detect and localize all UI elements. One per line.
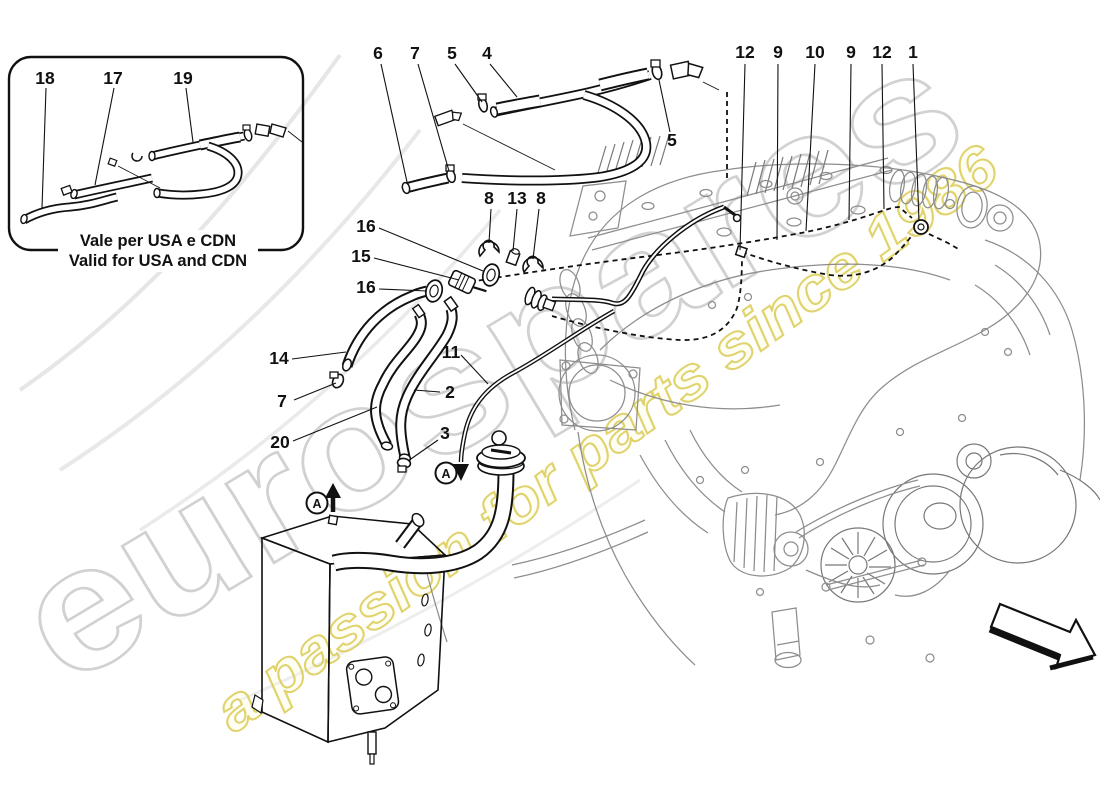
retaining-clip-8 [478,239,500,258]
filler-cap [476,430,526,476]
connection-marker-a-pipe: A [434,461,458,485]
hose-clamp [445,59,663,184]
callout-label: 13 [507,188,527,208]
pipe-valve [734,219,929,259]
connection-marker-a-tank: A [305,491,329,515]
callout-label: 9 [846,42,856,62]
callout-label: 7 [277,391,287,411]
callout-label: 19 [173,68,193,88]
callout-label: 8 [484,188,494,208]
mounting-plate [345,656,400,715]
callout-label: 8 [536,188,546,208]
mid-assembly [329,204,742,481]
direction-arrow [988,602,1097,671]
callout-label: 5 [447,43,457,63]
oil-separator-tank [251,430,526,765]
svg-text:A: A [441,467,450,481]
cover-hatching [596,134,829,197]
callout-label: 6 [373,43,383,63]
callout-label: 14 [269,348,289,368]
top-hose-assembly [401,59,720,195]
callout-label: 12 [735,42,755,62]
fan-impeller [820,527,896,603]
callout-label: 10 [805,42,825,62]
callout-label: 11 [442,342,461,362]
retaining-clip-8 [522,255,544,274]
inset-caption-english: Valid for USA and CDN [69,252,247,270]
callout-label: 16 [356,277,376,297]
callout-label: 2 [445,382,455,402]
fitting-13 [505,248,521,267]
callout-labels: 18 17 19 6 7 5 4 5 12 9 10 9 12 1 8 13 8… [35,42,918,452]
callout-label: 12 [872,42,892,62]
elbow-connector [669,60,704,80]
svg-text:A: A [312,497,321,511]
callout-label: 9 [773,42,783,62]
callout-label: 16 [356,216,376,236]
inset-caption-italian: Vale per USA e CDN [80,232,236,250]
flow-arrow-down [453,464,469,481]
ribbed-connector [524,286,557,312]
inset-box: Vale per USA e CDN Valid for USA and CDN [7,55,305,272]
callout-label: 20 [270,432,290,452]
callout-label: 17 [103,68,122,88]
callout-label: 1 [908,42,918,62]
leader-lines [41,63,920,462]
callout-label: 18 [35,68,55,88]
nipple-fitting [433,109,463,127]
callout-label: 5 [667,130,677,150]
engine-illustration [426,134,1100,669]
callout-label: 4 [482,43,492,63]
callout-label: 15 [351,246,371,266]
valve-15 [447,269,487,295]
callout-label: 3 [440,423,450,443]
blowby-pipes-dashed [469,92,961,341]
callout-label: 7 [410,43,420,63]
